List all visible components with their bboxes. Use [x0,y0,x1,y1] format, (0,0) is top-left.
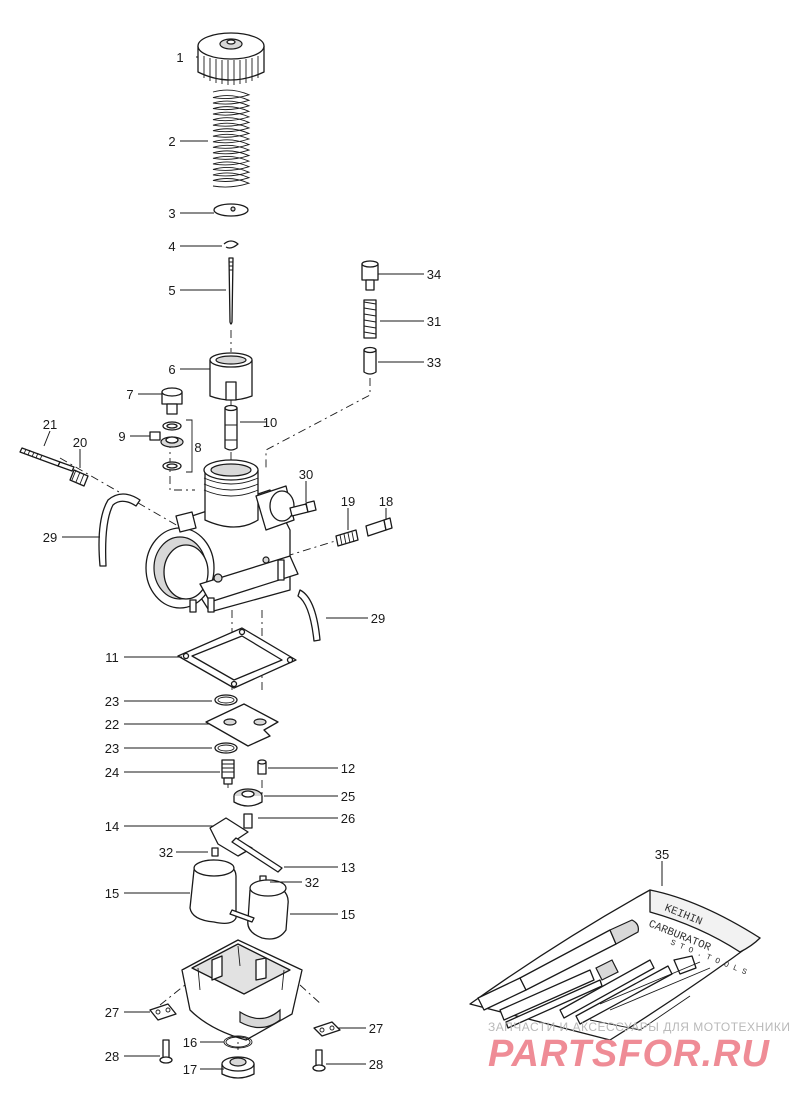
callout-17: 17 [183,1062,197,1077]
callout-27: 27 [369,1021,383,1036]
part-drain-and-screws [149,1003,341,1079]
callout-7: 7 [126,387,133,402]
callout-29: 29 [43,530,57,545]
callout-10: 10 [263,415,277,430]
part-cable-adjuster [361,260,379,375]
callout-8: 8 [194,440,201,455]
callout-31: 31 [427,314,441,329]
part-float-bowl [181,939,303,1041]
part-needle-jet [224,404,238,451]
callout-16: 16 [183,1035,197,1050]
callout-21: 21 [43,417,57,432]
part-pilot-screw [289,500,317,517]
part-bolt-and-washers [149,387,193,473]
watermark-tagline: ЗАПЧАСТИ И АКСЕССУАРЫ ДЛЯ МОТОТЕХНИКИ [488,1020,790,1034]
callout-28: 28 [105,1049,119,1064]
callout-2: 2 [168,134,175,149]
part-jet-needle [228,257,234,325]
part-needle-clip [223,240,239,249]
part-choke-plunger [335,517,393,547]
callout-24: 24 [105,765,119,780]
callout-4: 4 [168,239,175,254]
callout-33: 33 [427,355,441,370]
part-throttle-valve [209,352,253,401]
callout-11: 11 [105,650,119,665]
callout-23: 23 [105,741,119,756]
callout-9: 9 [118,429,125,444]
callout-30: 30 [299,467,313,482]
part-jets [221,759,267,829]
callout-35: 35 [655,847,669,862]
callout-14: 14 [105,819,119,834]
callout-3: 3 [168,206,175,221]
part-float-arm [209,817,283,885]
callout-32: 32 [159,845,173,860]
callout-22: 22 [105,717,119,732]
part-idle-screw [19,447,89,487]
callout-leader-21 [43,430,51,447]
callout-32: 32 [305,875,319,890]
callout-26: 26 [341,811,355,826]
part-top-cap [197,32,265,85]
watermark-logo: PARTSFOR.RU [488,1033,770,1075]
callout-27: 27 [105,1005,119,1020]
callout-29: 29 [371,611,385,626]
part-carburetor-body [145,459,299,613]
part-tool-kit: KEIHIN CARBURATOR S T O . T O O L S [469,889,761,1041]
callout-25: 25 [341,789,355,804]
callout-19: 19 [341,494,355,509]
part-spring [212,89,251,188]
part-retainer-plate [213,203,249,217]
part-gasket [177,627,297,689]
callout-28: 28 [369,1057,383,1072]
callout-18: 18 [379,494,393,509]
watermark: ЗАПЧАСТИ И АКСЕССУАРЫ ДЛЯ МОТОТЕХНИКИ PA… [488,1020,790,1075]
callout-15: 15 [105,886,119,901]
callout-12: 12 [341,761,355,776]
callout-13: 13 [341,860,355,875]
callout-20: 20 [73,435,87,450]
callout-15: 15 [341,907,355,922]
assembly-axes [59,330,371,1050]
part-plate-and-orings [205,694,279,754]
callout-34: 34 [427,267,441,282]
callout-6: 6 [168,362,175,377]
part-hoses [98,493,321,642]
part-floats [189,859,289,940]
callout-23: 23 [105,694,119,709]
callout-1: 1 [176,50,183,65]
callout-5: 5 [168,283,175,298]
callout-labels: 1234567891011121314151516171819202122232… [43,50,669,1077]
